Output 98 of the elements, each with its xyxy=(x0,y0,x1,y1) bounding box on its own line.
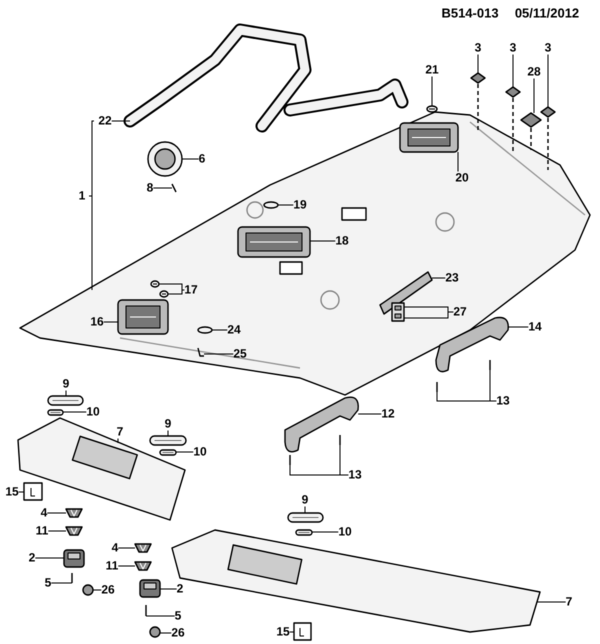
leader-line xyxy=(50,582,72,584)
callout-number: 9 xyxy=(164,418,172,430)
leader-line xyxy=(160,632,172,634)
callout-number: 21 xyxy=(425,64,439,76)
callout-number: 22 xyxy=(98,114,112,128)
callout-number: 3 xyxy=(510,42,516,54)
pin-drawing xyxy=(159,449,177,456)
hook-drawing xyxy=(171,184,177,192)
grab-handle-drawing xyxy=(284,396,359,452)
callout-number: 17 xyxy=(184,284,198,296)
callout-number: 4 xyxy=(112,542,118,554)
callout-number: 26 xyxy=(101,584,115,596)
callout-number: 9 xyxy=(302,494,308,506)
callout-number: 8 xyxy=(146,182,154,194)
lamp-drawing xyxy=(237,226,311,258)
callout-number: 1 xyxy=(78,190,86,202)
pin-drawing xyxy=(159,290,169,298)
leader-line xyxy=(310,240,336,242)
leader-line xyxy=(46,512,66,514)
callout-number: 7 xyxy=(116,426,124,438)
callout-number: 24 xyxy=(227,324,241,336)
clip-drawing xyxy=(134,543,152,553)
callout-number: 19 xyxy=(293,198,307,212)
callout-number: 2 xyxy=(28,552,36,564)
washer-drawing xyxy=(149,626,161,638)
pin-drawing xyxy=(150,280,160,288)
callout-number: 23 xyxy=(445,272,459,284)
callout-number: 12 xyxy=(381,408,395,420)
cover-drawing xyxy=(47,395,84,406)
callout-number: 26 xyxy=(171,626,185,640)
callout-number: 11 xyxy=(36,524,48,538)
hook-drawing xyxy=(197,348,204,357)
washer-drawing xyxy=(82,584,94,596)
callout-number: 7 xyxy=(566,596,572,608)
callout-number: 3 xyxy=(474,42,482,54)
leader-line xyxy=(48,530,66,532)
callout-number: 10 xyxy=(193,446,207,458)
callout-number: 15 xyxy=(276,626,290,638)
callout-number: 6 xyxy=(198,152,206,166)
callout-number: 5 xyxy=(44,576,52,590)
clip-drawing xyxy=(540,106,556,118)
callout-number: 2 xyxy=(176,582,184,596)
callout-number: 10 xyxy=(86,406,100,418)
callout-number: 5 xyxy=(174,610,182,622)
callout-number: 20 xyxy=(455,172,469,184)
leader-line xyxy=(304,506,306,514)
lamp-drawing xyxy=(117,299,169,335)
callout-number: 18 xyxy=(335,234,349,248)
callout-number: 16 xyxy=(90,316,104,328)
pin-drawing xyxy=(295,529,313,536)
callout-number: 25 xyxy=(233,348,247,360)
retainer-drawing xyxy=(23,482,43,501)
sun-visor-drawing xyxy=(17,417,186,521)
callout-number: 10 xyxy=(338,526,352,538)
leader-line xyxy=(340,444,349,476)
clip-drawing xyxy=(65,526,83,536)
leader-line xyxy=(158,284,185,290)
trim-strip-drawing xyxy=(379,271,433,315)
cover-drawing xyxy=(149,435,187,446)
leader-line xyxy=(508,326,529,328)
drawing-number: B514-013 xyxy=(441,6,499,20)
callout-number: 9 xyxy=(62,378,70,390)
clip-drawing xyxy=(134,561,152,571)
round-cover-drawing xyxy=(147,141,183,177)
callout-number: 28 xyxy=(527,66,541,78)
clip-drawing xyxy=(505,86,521,98)
retainer-drawing xyxy=(293,622,312,641)
pin-drawing xyxy=(263,201,279,209)
callout-number: 14 xyxy=(528,320,542,334)
callout-number: 27 xyxy=(453,306,467,318)
mount-drawing xyxy=(63,549,85,568)
cover-drawing xyxy=(287,512,324,523)
clip-drawing xyxy=(65,508,83,518)
pin-drawing xyxy=(426,105,438,113)
callout-number: 4 xyxy=(40,506,48,520)
callout-number: 13 xyxy=(348,468,362,482)
grab-handle-drawing xyxy=(435,316,509,372)
lamp-drawing xyxy=(399,122,459,153)
clip-drawing xyxy=(520,112,542,128)
clip-drawing xyxy=(391,302,405,322)
clip-drawing xyxy=(470,72,486,84)
leader-line xyxy=(278,204,294,206)
leader-line xyxy=(512,54,514,88)
date: 05/11/2012 xyxy=(514,6,580,20)
wiring-harness-drawing xyxy=(124,24,408,132)
mount-drawing xyxy=(139,579,161,598)
callout-number: 11 xyxy=(106,560,118,572)
pin-drawing xyxy=(197,326,213,334)
leader-line xyxy=(168,290,185,294)
leader-line xyxy=(160,588,178,590)
callout-number: 15 xyxy=(5,486,19,498)
leader-line xyxy=(111,120,130,122)
leader-line xyxy=(404,312,454,318)
callout-number: 13 xyxy=(496,394,510,408)
callout-number: 3 xyxy=(544,42,552,54)
leader-line xyxy=(182,158,200,160)
leader-line xyxy=(490,370,497,402)
pin-drawing xyxy=(47,409,64,416)
